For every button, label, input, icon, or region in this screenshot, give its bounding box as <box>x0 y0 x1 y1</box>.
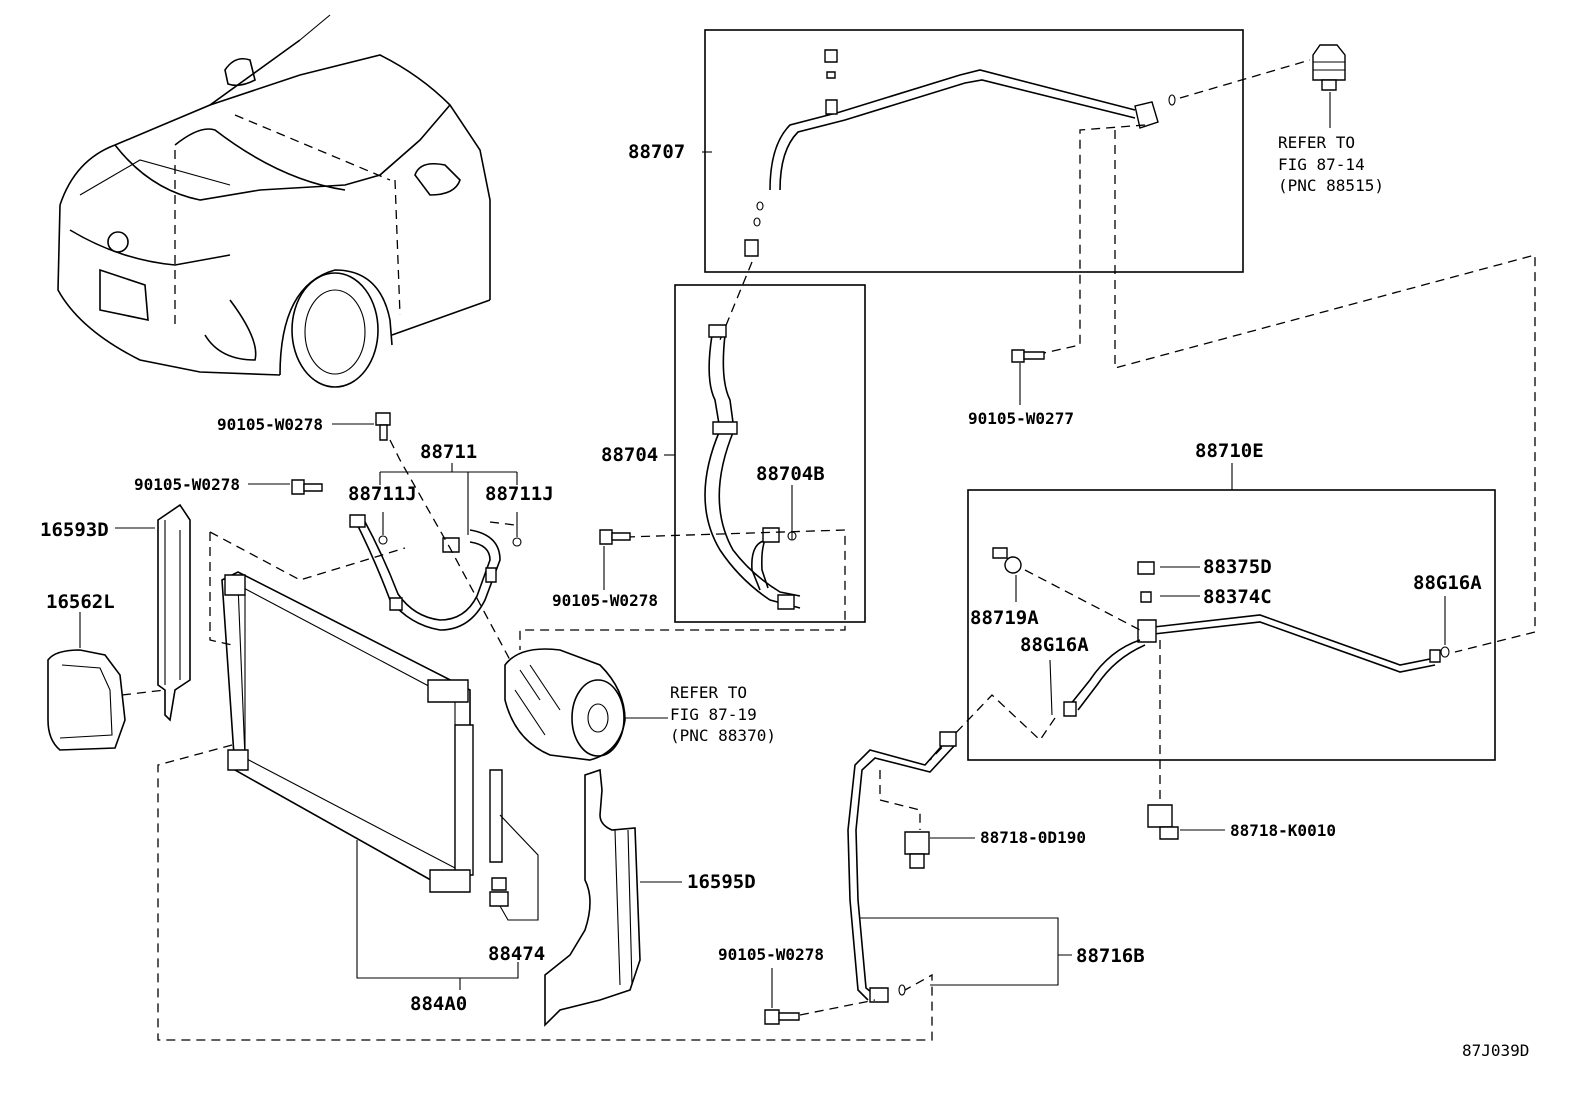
shield-16562l <box>47 649 126 751</box>
hose-88710e-group <box>967 463 1496 761</box>
bolt-90105-w0278-c <box>599 529 631 545</box>
refer-compressor-line-3: (PNC 88370) <box>670 726 776 745</box>
bolt-90105-w0278-a <box>375 412 391 441</box>
refer-compressor-line-1: REFER TO <box>670 683 747 702</box>
refer-top-line-2: FIG 87-14 <box>1278 155 1365 174</box>
refer-compressor-line-2: FIG 87-19 <box>670 705 757 724</box>
label-88718-k0010: 88718-K0010 <box>1230 821 1336 840</box>
label-90105-w0278-c: 90105-W0278 <box>552 591 658 610</box>
refer-top-line-3: (PNC 88515) <box>1278 176 1384 195</box>
connector-88515 <box>1312 44 1346 91</box>
label-90105-w0278-a: 90105-W0278 <box>217 415 323 434</box>
condenser-884a0 <box>221 571 474 893</box>
label-88710e: 88710E <box>1195 440 1264 462</box>
dryer-88474 <box>489 769 509 907</box>
hose-88711-group <box>349 463 522 631</box>
label-88711: 88711 <box>420 441 477 463</box>
label-88g16a-right: 88G16A <box>1413 572 1482 594</box>
label-88716b: 88716B <box>1076 945 1145 967</box>
label-90105-w0278-b: 90105-W0278 <box>134 475 240 494</box>
label-884a0: 884A0 <box>410 993 467 1015</box>
label-16562l: 16562L <box>46 591 115 613</box>
label-88704: 88704 <box>601 444 658 466</box>
label-88704b: 88704B <box>756 463 825 485</box>
shield-16595d <box>544 768 641 1027</box>
label-90105-w0278-d: 90105-W0278 <box>718 945 824 964</box>
diagram-code: 87J039D <box>1462 1041 1529 1060</box>
label-16593d: 16593D <box>40 519 109 541</box>
label-90105-w0277: 90105-W0277 <box>968 409 1074 428</box>
bracket-16593d <box>157 503 191 722</box>
label-88374c: 88374C <box>1203 586 1272 608</box>
hose-88707-group <box>702 29 1244 273</box>
switch-88718-k0010 <box>1147 804 1179 840</box>
bolt-90105-w0278-b <box>291 479 323 495</box>
hose-88704-group <box>664 284 866 623</box>
bolt-90105-w0277 <box>1011 349 1045 363</box>
label-88719a: 88719A <box>970 607 1039 629</box>
label-88711j-left: 88711J <box>348 483 417 505</box>
label-88711j-right: 88711J <box>485 483 554 505</box>
label-88707: 88707 <box>628 141 685 163</box>
compressor <box>504 648 626 761</box>
label-16595d: 16595D <box>687 871 756 893</box>
label-88375d: 88375D <box>1203 556 1272 578</box>
pipe-88716b <box>847 731 957 1003</box>
label-88474: 88474 <box>488 943 545 965</box>
label-88718-0d190: 88718-0D190 <box>980 828 1086 847</box>
label-88g16a-left: 88G16A <box>1020 634 1089 656</box>
refer-top-line-1: REFER TO <box>1278 133 1355 152</box>
vehicle-illustration <box>57 14 491 388</box>
bolt-90105-w0278-d <box>764 1009 800 1025</box>
switch-88718-0d190 <box>904 831 930 869</box>
